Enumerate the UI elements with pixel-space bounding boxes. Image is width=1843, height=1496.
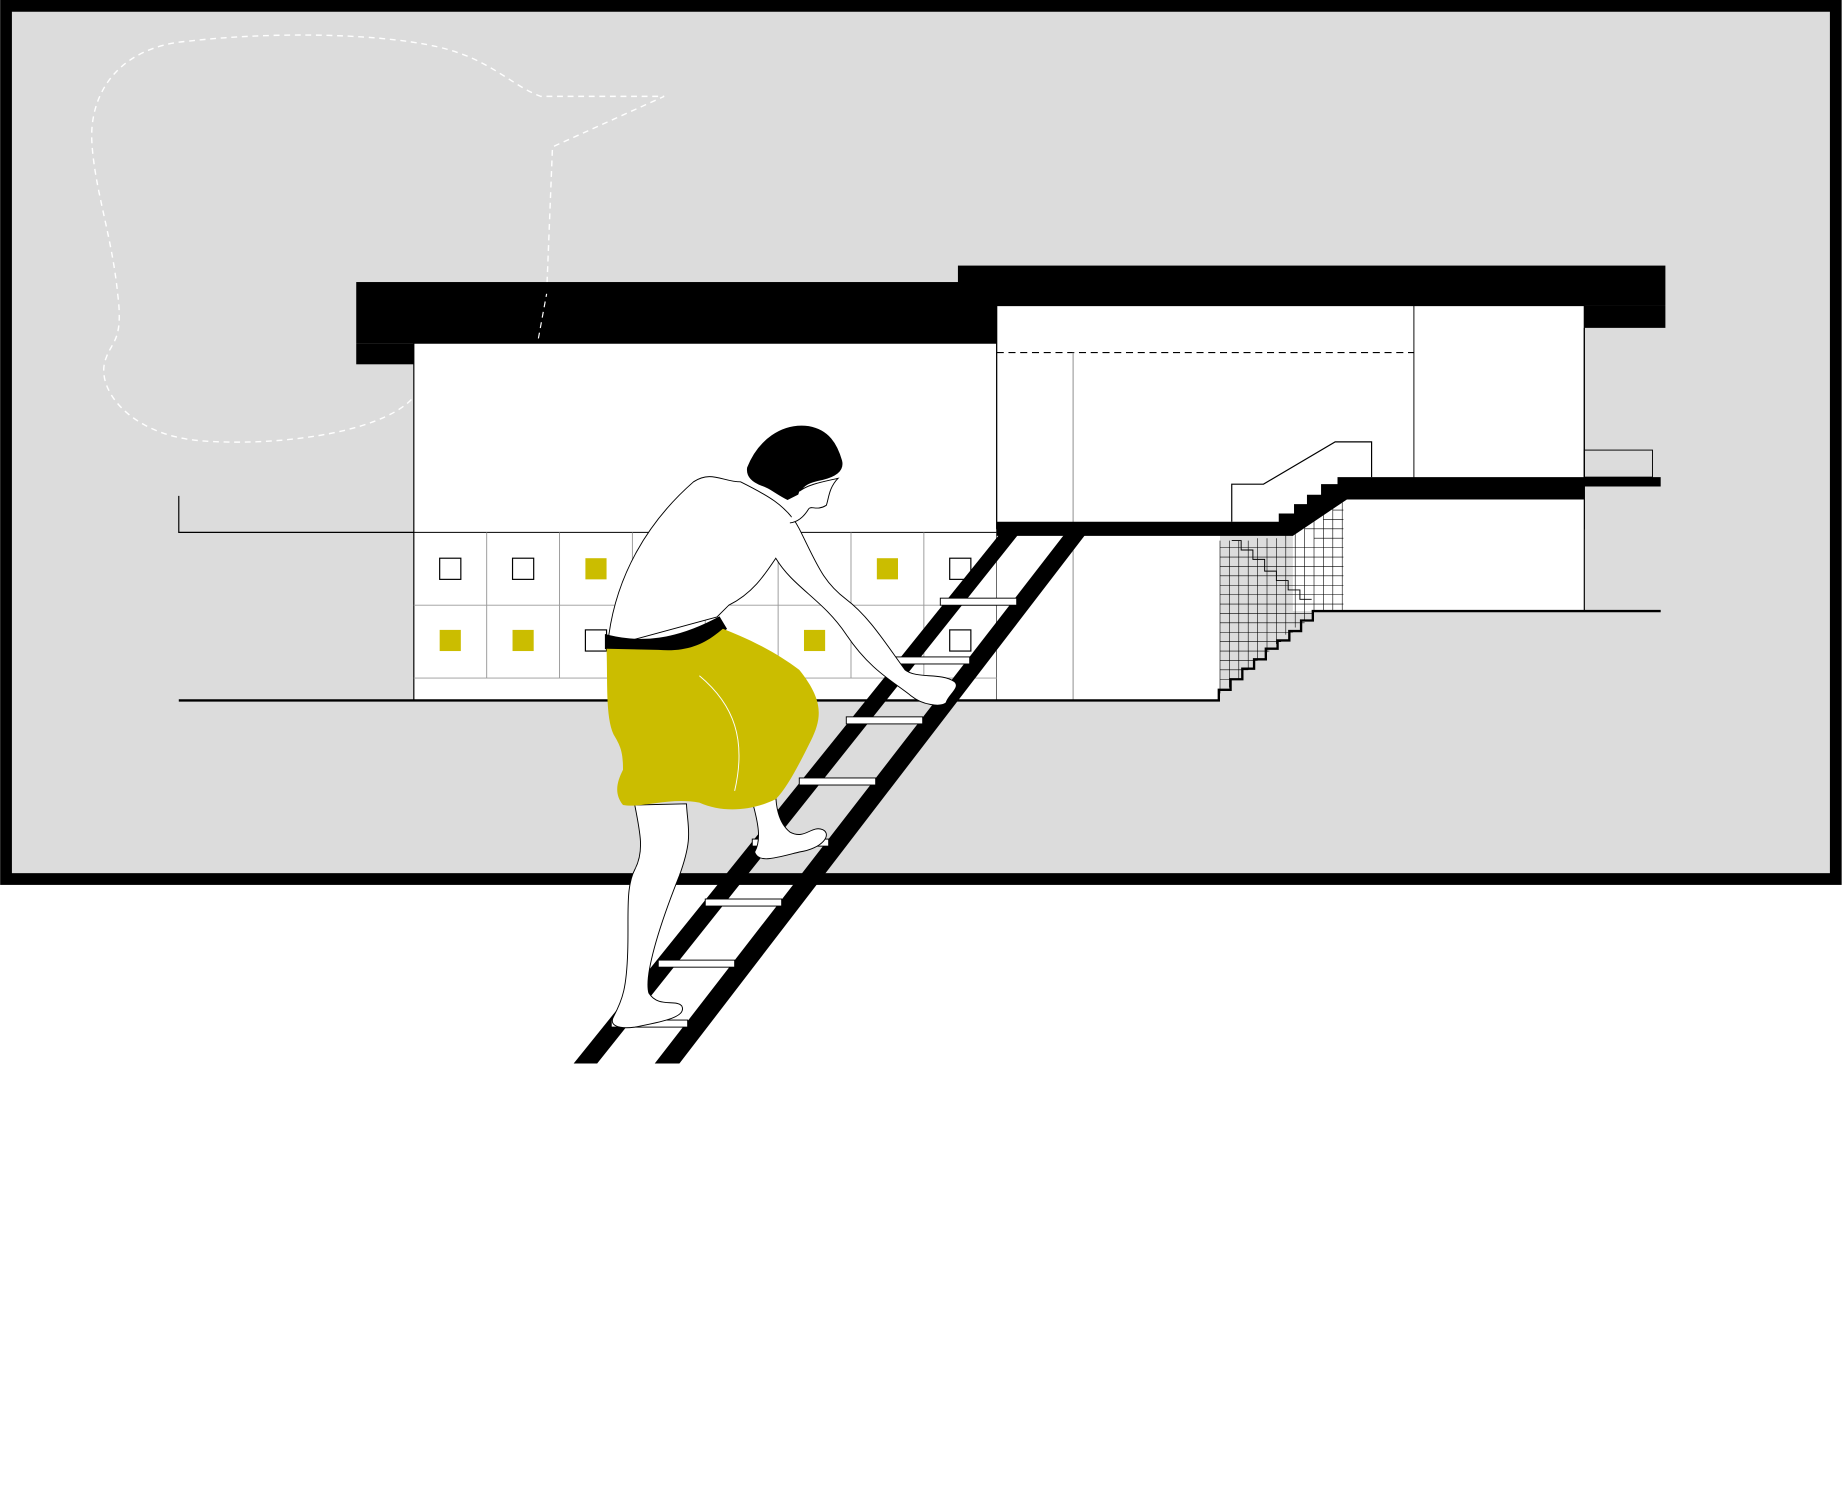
- person-head: [746, 425, 843, 500]
- lower-right-wall: [996, 528, 1220, 701]
- person-legs: [611, 803, 690, 1029]
- roof-right: [957, 265, 1666, 328]
- ladder: [573, 527, 1091, 1064]
- person-torso: [608, 476, 957, 706]
- dashed-cloud-outline: [91, 34, 665, 443]
- person-skirt: [606, 628, 819, 810]
- mesh-screen: [1219, 499, 1344, 694]
- person-climbing: [604, 425, 957, 1029]
- roof-left: [356, 282, 997, 365]
- floor-slab: [996, 477, 1661, 536]
- facade-windows: [439, 557, 972, 652]
- ground-line: [178, 609, 1661, 702]
